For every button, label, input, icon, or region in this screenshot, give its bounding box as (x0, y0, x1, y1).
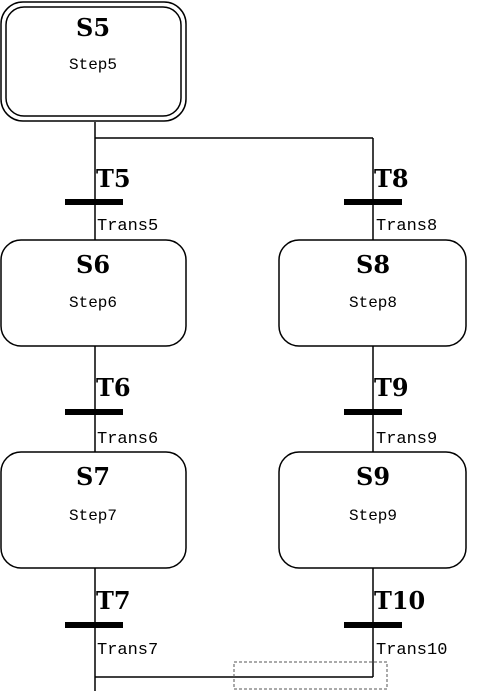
transition-t7-name: Trans7 (97, 641, 158, 660)
transition-t7-id: T7 (96, 586, 131, 615)
transition-t5-id: T5 (96, 164, 131, 193)
step-s5-name: Step5 (69, 56, 117, 74)
transition-t6-id: T6 (96, 373, 131, 402)
transition-t9-id: T9 (374, 373, 409, 402)
transition-t9[interactable]: T9 Trans9 (344, 373, 437, 449)
step-s8-name: Step8 (349, 294, 397, 312)
step-s7-name: Step7 (69, 507, 117, 525)
transition-t8-id: T8 (374, 164, 409, 193)
transition-t9-name: Trans9 (376, 430, 437, 449)
step-s7-id: S7 (76, 462, 110, 491)
step-s9-id: S9 (356, 462, 390, 491)
transition-t6-name: Trans6 (97, 430, 158, 449)
transition-t8[interactable]: T8 Trans8 (344, 164, 437, 236)
step-s6-name: Step6 (69, 294, 117, 312)
connection-wires (94, 122, 374, 691)
step-s6[interactable]: S6 Step6 (0, 239, 187, 347)
step-s9-name: Step9 (349, 507, 397, 525)
step-s8-id: S8 (356, 250, 390, 279)
transition-t5-name: Trans5 (97, 217, 158, 236)
step-s9[interactable]: S9 Step9 (278, 451, 467, 569)
transition-t5[interactable]: T5 Trans5 (65, 164, 158, 236)
selection-marquee[interactable] (233, 661, 388, 690)
step-s7[interactable]: S7 Step7 (0, 451, 187, 569)
step-s5[interactable]: S5 Step5 (0, 1, 187, 122)
transition-t10-name: Trans10 (376, 641, 447, 660)
transition-t6[interactable]: T6 Trans6 (65, 373, 158, 449)
transition-t10-id: T10 (374, 586, 425, 615)
transition-t7[interactable]: T7 Trans7 (65, 586, 158, 660)
step-s5-id: S5 (76, 13, 110, 42)
step-s6-id: S6 (76, 250, 110, 279)
transition-t10[interactable]: T10 Trans10 (344, 586, 447, 660)
step-s8[interactable]: S8 Step8 (278, 239, 467, 347)
transition-t8-name: Trans8 (376, 217, 437, 236)
